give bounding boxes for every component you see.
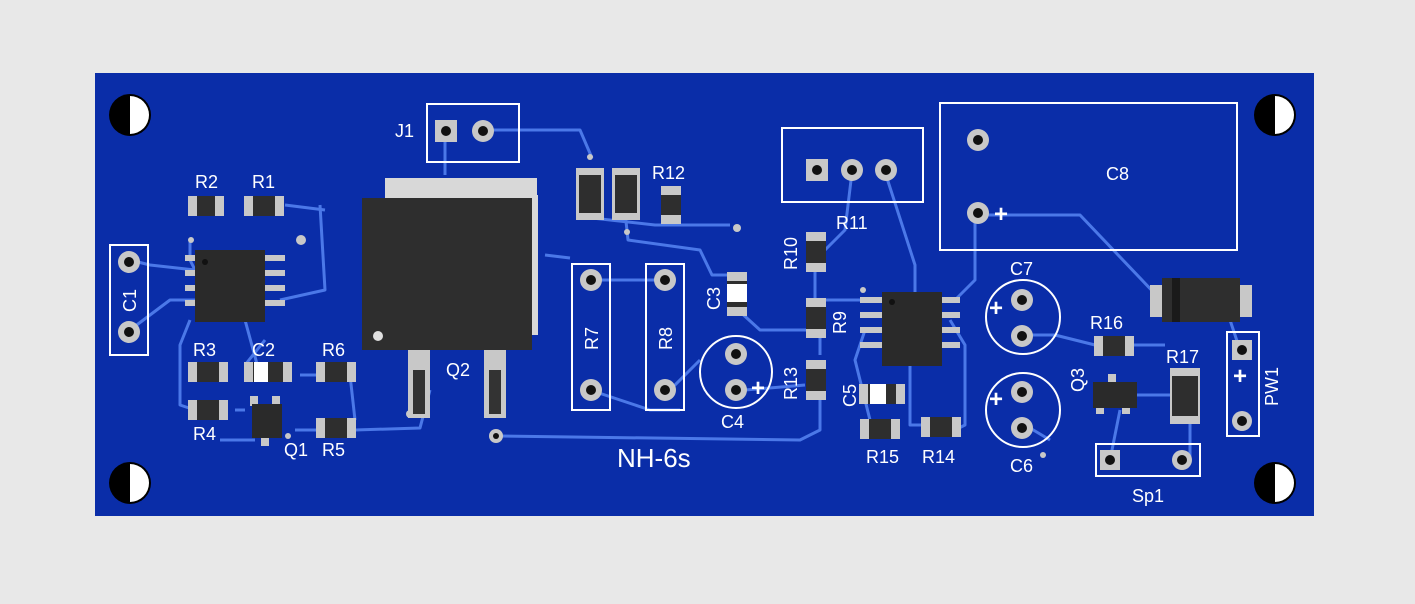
resistor-r7: R7 [571, 263, 611, 411]
label-c7-plus: + [989, 295, 1003, 322]
via [188, 237, 194, 243]
connector-j1: J1 [395, 103, 520, 163]
resistor-r5: R5 [316, 418, 356, 460]
label-c4: C4 [721, 412, 744, 432]
label-r8: R8 [656, 327, 676, 350]
via [296, 235, 306, 245]
label-r7: R7 [582, 327, 602, 350]
connector-sp1: Sp1 [1095, 443, 1201, 506]
label-c7: C7 [1010, 259, 1033, 279]
mounting-holes [109, 94, 1296, 504]
resistor-r8: R8 [645, 263, 685, 411]
label-r6: R6 [322, 340, 345, 360]
label-pw1: PW1 [1262, 367, 1282, 406]
label-c5: C5 [840, 384, 860, 407]
label-c3: C3 [704, 287, 724, 310]
label-c2: C2 [252, 340, 275, 360]
label-r11: R11 [836, 213, 868, 233]
ic-left [185, 250, 285, 322]
connector-pw1: + PW1 [1226, 331, 1282, 437]
resistor-r13: R13 [781, 360, 826, 400]
label-c6-plus: + [989, 386, 1003, 413]
label-q1: Q1 [284, 440, 308, 460]
label-r1: R1 [252, 172, 275, 192]
resistor-r2: R2 [188, 172, 224, 216]
resistor-r3: R3 [188, 340, 228, 382]
transistor-q3: Q3 [1068, 368, 1137, 414]
resistor-r9: R9 [806, 298, 850, 338]
via [624, 229, 630, 235]
ic-right [860, 292, 960, 366]
label-q2: Q2 [446, 360, 470, 380]
resistor-r1: R1 [244, 172, 284, 216]
resistor-r17: R17 [1166, 347, 1200, 424]
via [860, 287, 866, 293]
resistor-r6: R6 [316, 340, 356, 382]
diode-pair [576, 168, 640, 220]
via [587, 154, 593, 160]
board-title: NH-6s [617, 443, 691, 473]
label-r14: R14 [922, 447, 955, 467]
label-r2: R2 [195, 172, 218, 192]
transistor-q2: Q2 [362, 178, 538, 443]
resistor-r10: R10 [781, 232, 826, 272]
via [1040, 452, 1046, 458]
resistor-r4: R4 [188, 400, 228, 444]
label-r9: R9 [830, 311, 850, 334]
label-c4-plus: + [751, 375, 765, 402]
capacitor-c4: + C4 [699, 335, 773, 432]
connector-r11: R11 [781, 127, 924, 233]
label-r12: R12 [652, 163, 685, 183]
label-c1: C1 [120, 289, 140, 312]
label-r16: R16 [1090, 313, 1123, 333]
transistor-q1: Q1 [250, 396, 308, 460]
resistor-r12: R12 [652, 163, 685, 224]
resistor-r16: R16 [1090, 313, 1134, 356]
resistor-r15: R15 [860, 419, 900, 467]
label-c8-plus: + [994, 201, 1008, 228]
label-sp1: Sp1 [1132, 486, 1164, 506]
label-r10: R10 [781, 237, 801, 270]
capacitor-c3: C3 [704, 272, 747, 316]
capacitor-c2: C2 [244, 340, 292, 382]
capacitor-c8: + C8 [939, 102, 1238, 251]
label-r13: R13 [781, 367, 801, 400]
resistor-r14: R14 [921, 417, 961, 467]
via [733, 224, 741, 232]
label-pw1-plus: + [1233, 363, 1247, 390]
label-j1: J1 [395, 121, 414, 141]
label-r17: R17 [1166, 347, 1199, 367]
label-r4: R4 [193, 424, 216, 444]
capacitor-c6: + C6 [985, 372, 1061, 476]
capacitor-c7: + C7 [985, 259, 1061, 355]
capacitor-c5: C5 [840, 384, 905, 407]
via [285, 433, 291, 439]
label-r15: R15 [866, 447, 899, 467]
label-c6: C6 [1010, 456, 1033, 476]
label-q3: Q3 [1068, 368, 1088, 392]
label-c8: C8 [1106, 164, 1129, 184]
label-r3: R3 [193, 340, 216, 360]
label-r5: R5 [322, 440, 345, 460]
diode-large [1150, 278, 1252, 322]
connector-c1: C1 [109, 244, 149, 356]
